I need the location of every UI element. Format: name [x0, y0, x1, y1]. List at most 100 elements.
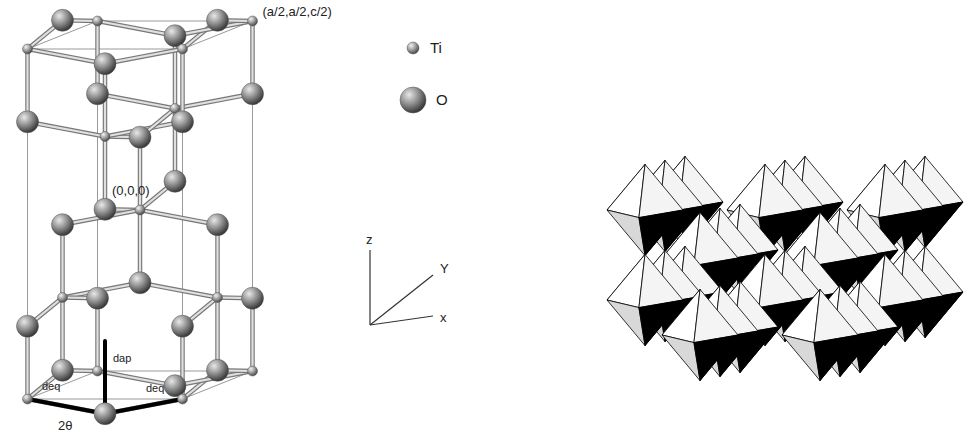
octahedron-face	[607, 210, 645, 256]
oxygen-atom	[164, 25, 186, 47]
oxygen-atom	[17, 315, 39, 337]
axis-label: z	[366, 233, 373, 247]
oxygen-atom	[242, 287, 264, 309]
octahedron-face	[847, 164, 885, 217]
oxygen-atom	[87, 287, 109, 309]
titanium-atom	[135, 205, 145, 215]
axis-label: Y	[440, 262, 449, 276]
oxygen-atom	[94, 198, 116, 220]
oxygen-atom	[207, 214, 229, 236]
bond	[105, 49, 183, 64]
titanium-sample	[407, 42, 419, 54]
axis-label: x	[440, 311, 447, 325]
octahedron-face	[782, 289, 820, 342]
cell-edges	[28, 21, 253, 399]
coordinate-label: (a/2,a/2,c/2)	[263, 5, 332, 19]
bond	[175, 94, 253, 109]
titanium-atom	[23, 44, 33, 54]
bond	[28, 399, 106, 414]
bond	[98, 94, 176, 109]
oxygen-atom	[87, 83, 109, 105]
atoms	[17, 9, 264, 424]
octahedron-face	[759, 164, 803, 217]
oxygen-atom	[129, 272, 151, 294]
bond	[140, 283, 218, 298]
geometry-label: dap	[113, 352, 131, 364]
oxygen-atom	[242, 83, 264, 105]
oxygen-atom	[52, 9, 74, 31]
octahedron-face	[814, 212, 858, 265]
bond	[105, 399, 183, 414]
bond	[98, 21, 176, 36]
geometry-label: 2θ	[58, 419, 72, 433]
octahedron-face	[662, 289, 700, 342]
oxygen-atom	[52, 214, 74, 236]
oxygen-atom	[129, 126, 151, 148]
bond	[140, 210, 218, 225]
octahedron-face	[759, 254, 803, 307]
bond	[28, 122, 106, 137]
octahedron-face	[694, 335, 738, 381]
bond-highlight	[28, 399, 106, 414]
oxygen-atom	[164, 375, 186, 397]
cell-edge	[28, 49, 183, 50]
octahedron-face	[694, 289, 738, 342]
bond	[105, 49, 183, 64]
bond	[175, 94, 253, 109]
axis-line	[370, 316, 433, 325]
octahedron-face	[607, 254, 645, 307]
bond	[28, 399, 106, 414]
legend-text: O	[436, 92, 448, 109]
bond	[28, 49, 106, 64]
bond	[98, 94, 176, 109]
cell-edge	[27, 49, 28, 399]
axis-line	[369, 250, 370, 325]
bond	[140, 210, 218, 225]
titanium-atom	[93, 366, 103, 376]
cell-edge	[182, 49, 183, 399]
octahedron-face	[814, 335, 858, 381]
bond	[98, 21, 176, 36]
legend-samples	[400, 42, 426, 113]
octahedron-face	[607, 164, 645, 217]
titanium-atom	[178, 394, 188, 404]
octahedron-face	[639, 164, 683, 217]
oxygen-atom	[207, 359, 229, 381]
oxygen-atom	[164, 170, 186, 192]
octahedron	[782, 289, 858, 380]
titanium-atom	[213, 293, 223, 303]
titanium-atom	[23, 394, 33, 404]
octahedron-face	[879, 164, 923, 217]
octahedron	[607, 164, 683, 255]
geometry-label: deq	[42, 380, 60, 392]
octahedron-face	[782, 335, 820, 381]
axis-line	[370, 275, 433, 325]
oxygen-atom	[52, 359, 74, 381]
cell-edge	[97, 21, 98, 371]
titanium-atom	[248, 16, 258, 26]
cell-edge	[98, 371, 253, 372]
titanium-atom	[93, 16, 103, 26]
cell-edge	[98, 21, 253, 22]
cell-edge	[252, 21, 253, 371]
octahedron-face	[662, 335, 700, 381]
oxygen-atom	[17, 111, 39, 133]
octahedron-face	[814, 289, 858, 342]
octahedra	[607, 156, 963, 380]
octahedron-face	[694, 212, 738, 265]
legend-text: Ti	[430, 40, 442, 57]
octahedron-face	[639, 254, 683, 307]
oxygen-atom	[172, 111, 194, 133]
geometry-label: deq	[146, 382, 164, 394]
oxygen-atom	[94, 403, 116, 425]
bond	[140, 283, 218, 298]
oxygen-sample	[400, 87, 426, 113]
titanium-atom	[100, 132, 110, 142]
octahedron-face	[879, 254, 923, 307]
oxygen-atom	[94, 53, 116, 75]
bond-highlight	[105, 399, 183, 414]
coordinate-label: (0,0,0)	[112, 184, 150, 198]
bond	[28, 49, 106, 64]
bond	[28, 122, 106, 137]
